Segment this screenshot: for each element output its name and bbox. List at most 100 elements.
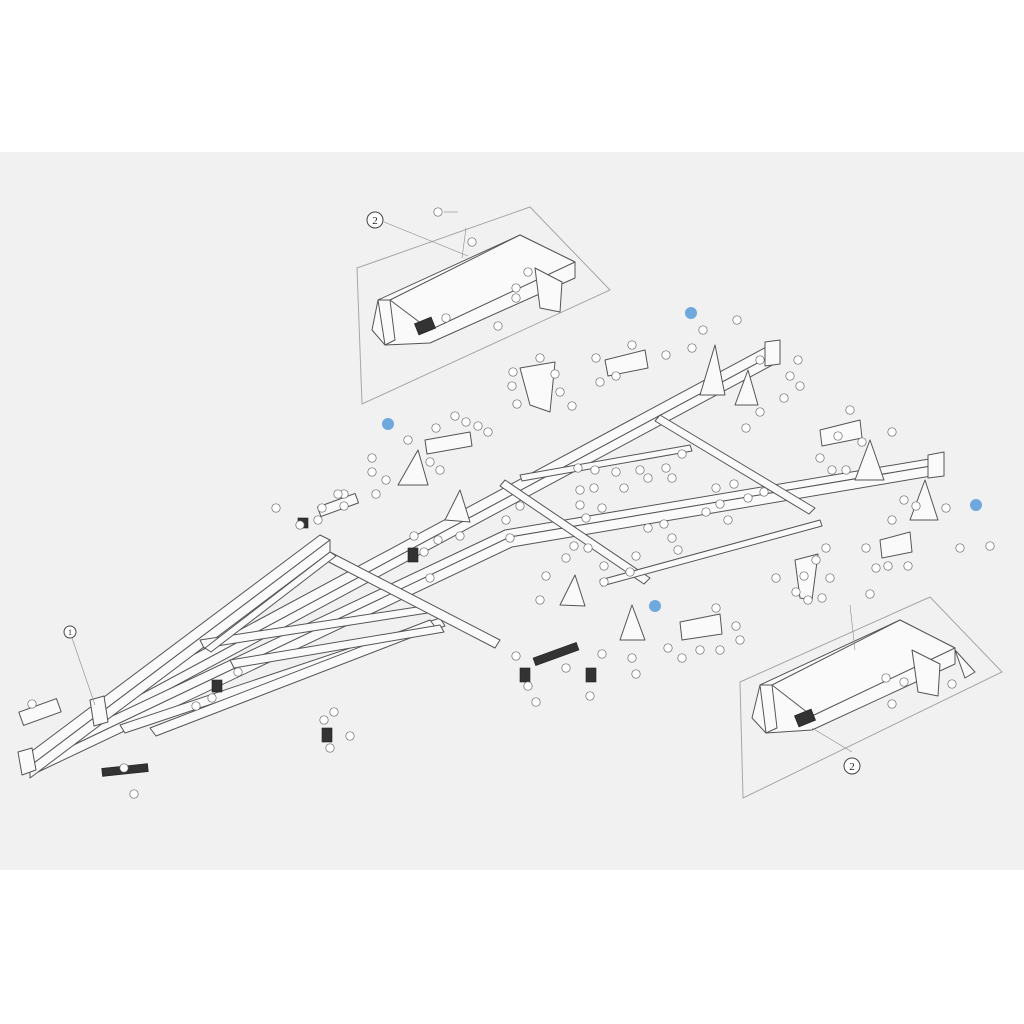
part-callout-bubble <box>827 465 837 475</box>
part-callout-bubble <box>677 653 687 663</box>
part-callout-bubble <box>795 381 805 391</box>
part-callout-bubble <box>473 421 483 431</box>
part-callout-bubble <box>403 435 413 445</box>
part-callout-bubble <box>611 467 621 477</box>
part-callout-bubble <box>631 669 641 679</box>
part-callout-bubble <box>561 663 571 673</box>
part-callout-bubble <box>947 679 957 689</box>
part-callout-bubble <box>591 353 601 363</box>
part-callout-bubble <box>595 377 605 387</box>
part-callout-bubble <box>523 267 533 277</box>
part-callout-bubble <box>590 465 600 475</box>
part-callout-bubble <box>550 369 560 379</box>
part-callout-bubble <box>319 715 329 725</box>
part-callout-bubble <box>493 321 503 331</box>
part-callout-bubble <box>441 313 451 323</box>
part-callout-bubble <box>741 423 751 433</box>
part-callout-bubble <box>825 573 835 583</box>
part-callout-bubble <box>535 353 545 363</box>
part-callout-bubble <box>811 555 821 565</box>
part-callout-bubble <box>611 371 621 381</box>
trailer-frame <box>17 339 945 779</box>
part-callout-bubble <box>511 293 521 303</box>
part-callout-bubble <box>450 411 460 421</box>
part-callout-bubble <box>673 545 683 555</box>
part-callout-bubble <box>785 371 795 381</box>
hotspot-1[interactable] <box>685 307 697 319</box>
callout-1-left-label: 1 <box>68 628 72 637</box>
part-callout-bubble <box>425 573 435 583</box>
part-callout-bubble <box>597 649 607 659</box>
part-callout-bubble <box>339 501 349 511</box>
part-callout-bubble <box>661 350 671 360</box>
part-callout-bubble <box>661 463 671 473</box>
hotspot-3[interactable] <box>970 499 982 511</box>
part-callout-bubble <box>817 593 827 603</box>
part-callout-bubble <box>541 571 551 581</box>
part-callout-bubble <box>371 489 381 499</box>
part-callout-bubble <box>887 427 897 437</box>
part-callout-bubble <box>512 399 522 409</box>
part-callout-bubble <box>627 340 637 350</box>
part-callout-bubble <box>295 520 305 530</box>
part-callout-bubble <box>409 531 419 541</box>
part-callout-bubble <box>333 489 343 499</box>
part-callout-bubble <box>743 493 753 503</box>
part-callout-bubble <box>455 531 465 541</box>
part-callout-bubble <box>581 513 591 523</box>
part-callout-bubble <box>845 405 855 415</box>
part-callout-bubble <box>233 667 243 677</box>
callout-2-top-label: 2 <box>372 215 378 227</box>
part-callout-bubble <box>711 603 721 613</box>
part-callout-bubble <box>755 407 765 417</box>
part-callout-bubble <box>597 503 607 513</box>
part-callout-bubble <box>729 479 739 489</box>
part-callout-bubble <box>861 543 871 553</box>
part-callout-bubble <box>27 699 37 709</box>
part-callout-bubble <box>711 483 721 493</box>
part-callout-bubble <box>367 467 377 477</box>
part-callout-bubble <box>535 595 545 605</box>
part-callout-bubble <box>695 645 705 655</box>
part-callout-bubble <box>619 483 629 493</box>
part-callout-bubble <box>715 645 725 655</box>
part-callout-bubble <box>431 423 441 433</box>
part-callout-bubble <box>887 515 897 525</box>
part-callout-bubble <box>698 325 708 335</box>
part-callout-bubble <box>857 437 867 447</box>
part-callout-bubble <box>771 573 781 583</box>
part-callout-bubble <box>881 673 891 683</box>
part-callout-bubble <box>663 643 673 653</box>
part-callout-bubble <box>735 635 745 645</box>
part-callout-bubble <box>345 731 355 741</box>
callout-2-top: 2 <box>366 211 384 229</box>
part-callout-bubble <box>833 431 843 441</box>
part-callout-bubble <box>207 693 217 703</box>
part-callout-bubble <box>511 283 521 293</box>
part-callout-bubble <box>731 621 741 631</box>
hotspot-2[interactable] <box>382 418 394 430</box>
part-callout-bubble <box>793 355 803 365</box>
part-callout-bubble <box>585 691 595 701</box>
part-callout-bubble <box>759 487 769 497</box>
part-callout-bubble <box>367 453 377 463</box>
part-callout-bubble <box>627 653 637 663</box>
part-callout-bubble <box>803 595 813 605</box>
part-callout-bubble <box>687 343 697 353</box>
part-callout-bubble <box>635 465 645 475</box>
part-callout-bubble <box>667 533 677 543</box>
hotspot-4[interactable] <box>649 600 661 612</box>
part-callout-bubble <box>821 543 831 553</box>
part-callout-bubble <box>483 427 493 437</box>
part-callout-bubble <box>887 699 897 709</box>
part-callout-bubble <box>715 499 725 509</box>
part-callout-bubble <box>985 541 995 551</box>
part-callout-bubble <box>903 561 913 571</box>
part-callout-bubble <box>501 515 511 525</box>
part-callout-bubble <box>883 561 893 571</box>
part-callout-bubble <box>573 463 583 473</box>
part-callout-bubble <box>313 515 323 525</box>
callout-2-bottom: 2 <box>843 757 861 775</box>
part-callout-bubble <box>791 587 801 597</box>
